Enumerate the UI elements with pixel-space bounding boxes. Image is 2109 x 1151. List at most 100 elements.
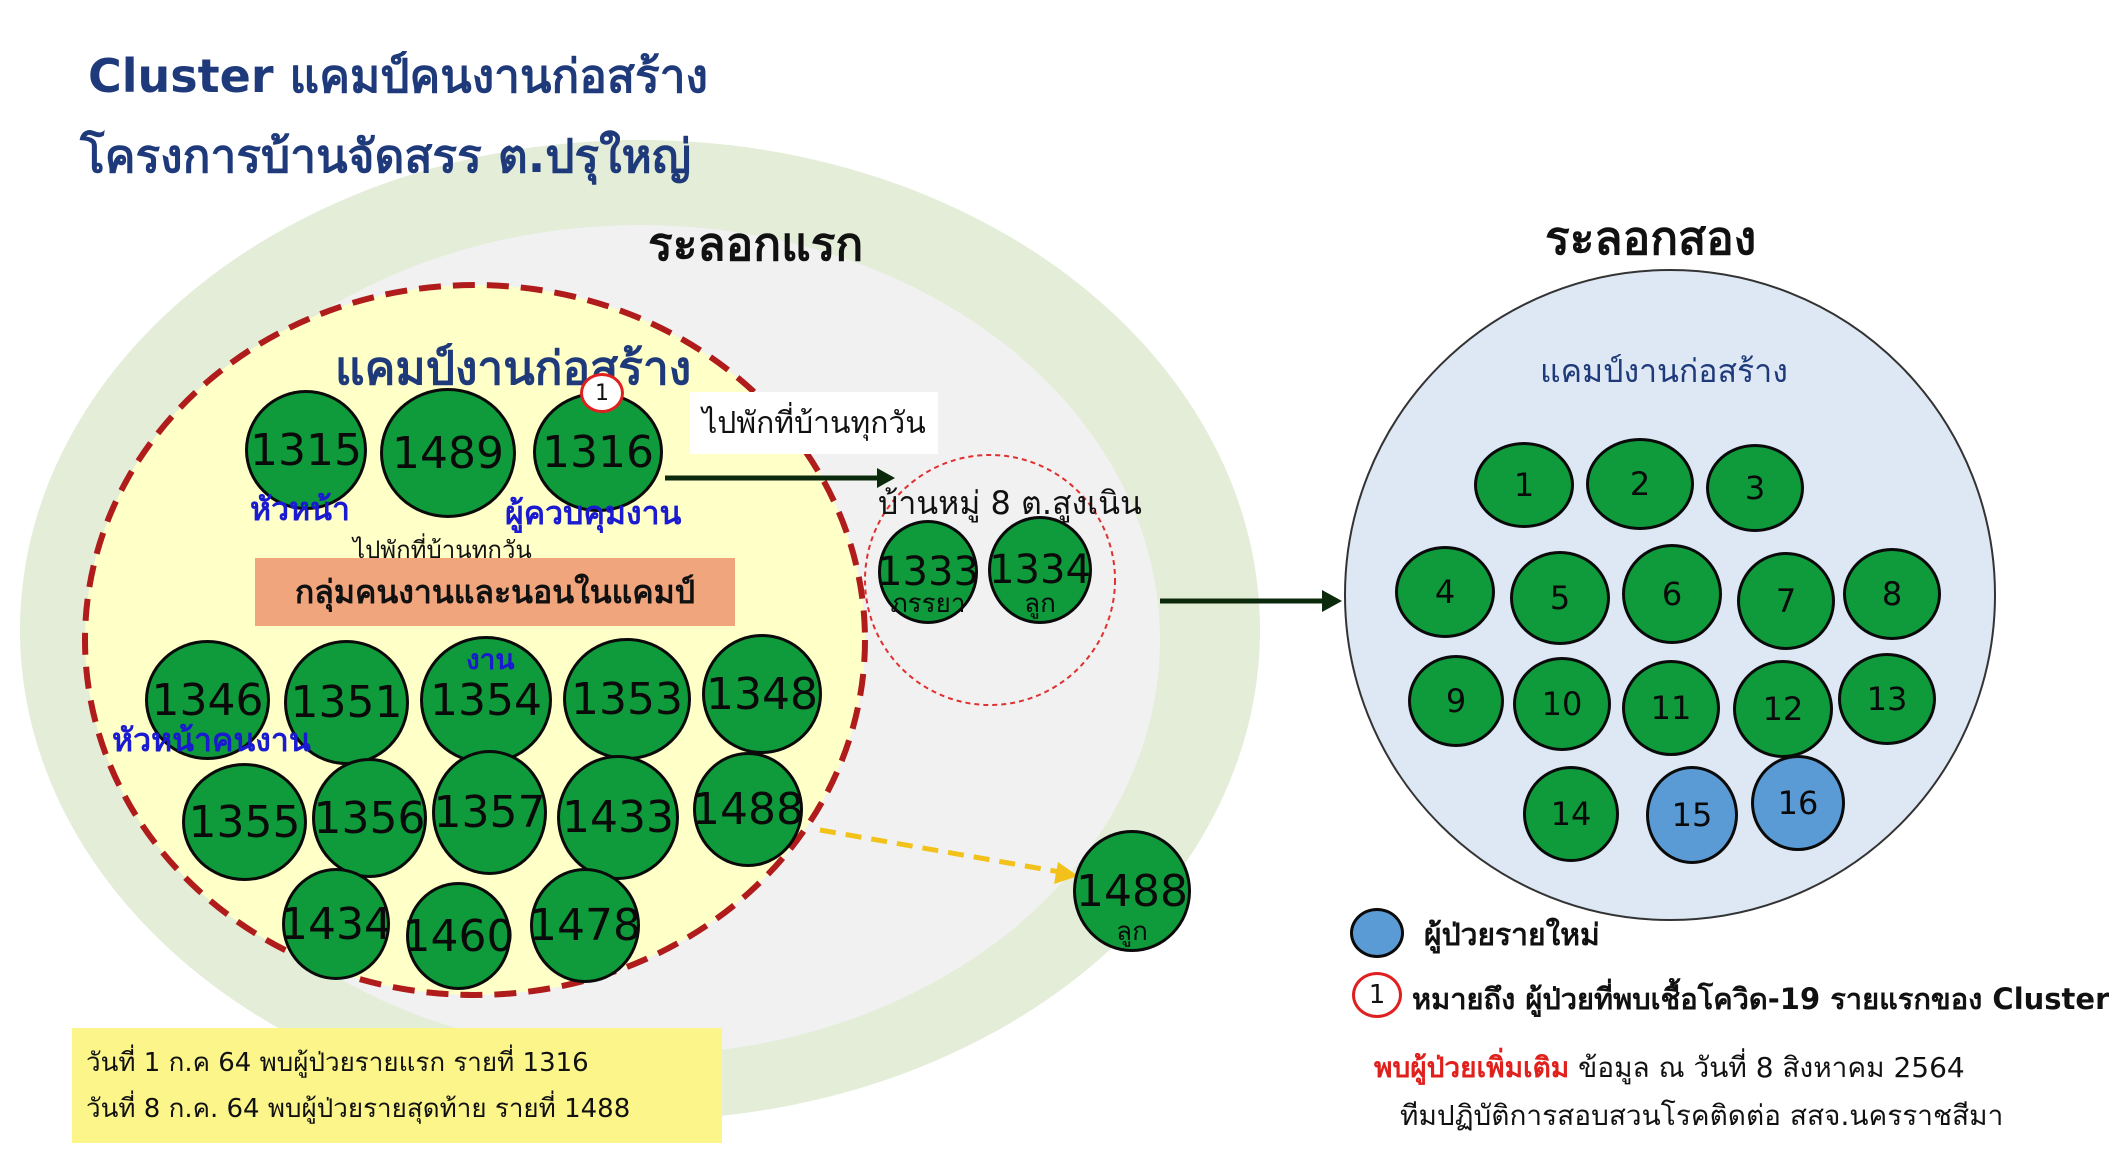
- legend-index-marker: 1: [1352, 972, 1402, 1018]
- page-title-line1: Cluster แคมป์คนงานก่อสร้าง: [88, 49, 708, 103]
- case-node: 6: [1622, 544, 1722, 644]
- case-id: 1351: [290, 677, 403, 728]
- index-case-number: 1: [595, 380, 609, 406]
- relation-label: ลูก: [1024, 589, 1056, 619]
- camp-label: แคมป์งานก่อสร้าง: [335, 341, 692, 395]
- legend-new-patient-swatch: [1350, 908, 1404, 958]
- case-id: 1433: [562, 792, 674, 843]
- village-boundary: [864, 454, 1116, 706]
- footer-data-line: พบผู้ป่วยเพิ่มเติม ข้อมูล ณ วันที่ 8 สิง…: [1374, 1046, 1965, 1090]
- case-node: 1355: [182, 763, 307, 881]
- first-case-date: วันที่ 1 ก.ค 64 พบผู้ป่วยรายแรก รายที่ 1…: [86, 1048, 589, 1078]
- case-id: 1460: [402, 910, 515, 962]
- case-node: 1316: [533, 392, 663, 512]
- case-id: 2: [1629, 465, 1651, 503]
- case-node: 4: [1395, 546, 1495, 638]
- case-id: 1488: [692, 784, 804, 835]
- case-id: 1346: [151, 674, 264, 726]
- case-node: 1434: [280, 868, 392, 980]
- legend-new-patient-label: ผู้ป่วยรายใหม่: [1424, 918, 1600, 953]
- legend-index-number: 1: [1368, 980, 1386, 1010]
- case-node: 1433: [557, 755, 679, 880]
- case-node: 1333 ภรรยา: [877, 520, 979, 624]
- case-node: 1334 ลูก: [988, 516, 1092, 624]
- case-node: 11: [1622, 660, 1720, 756]
- case-node: 1357: [432, 750, 547, 875]
- case-id: 1315: [250, 424, 362, 476]
- case-node: 1478: [529, 868, 641, 983]
- footer-team: ทีมปฏิบัติการสอบสวนโรคติดต่อ สสจ.นครราชส…: [1400, 1099, 2004, 1132]
- case-id: 1334: [989, 547, 1091, 593]
- case-id: 1353: [571, 673, 683, 725]
- case-node: 12: [1733, 660, 1833, 758]
- relation-label: ลูก: [1116, 917, 1148, 947]
- page-title-line2: โครงการบ้านจัดสรร ต.ปรุใหญ่: [80, 129, 692, 183]
- case-node: 14: [1523, 766, 1619, 862]
- case-node: 9: [1408, 655, 1504, 747]
- arrow-to-child: [819, 827, 1061, 875]
- case-id: 5: [1549, 579, 1571, 617]
- case-id: 1356: [313, 792, 426, 844]
- case-id: 1348: [706, 668, 818, 720]
- case-id: 1: [1513, 466, 1535, 504]
- case-node: 1348: [702, 634, 822, 754]
- dates-box: วันที่ 1 ก.ค 64 พบผู้ป่วยรายแรก รายที่ 1…: [72, 1028, 722, 1143]
- case-node: 1460: [403, 882, 515, 990]
- case-node: 8: [1843, 548, 1941, 640]
- case-id: 1316: [542, 426, 654, 478]
- second-wave-camp-label: แคมป์งานก่อสร้าง: [1540, 352, 1788, 390]
- case-id: 1333: [877, 549, 979, 595]
- first-wave-label: ระลอกแรก: [648, 217, 864, 271]
- index-case-marker: 1: [580, 373, 624, 413]
- case-node: 13: [1838, 653, 1936, 745]
- arrow-to-second-wave-head: [1322, 590, 1342, 612]
- legend-index-label: หมายถึง ผู้ป่วยที่พบเชื้อโควิด-19 รายแรก…: [1412, 982, 2109, 1016]
- role-label-supervisor: ผู้ควบคุมงาน: [505, 494, 682, 532]
- case-id: 13: [1866, 680, 1908, 718]
- case-node: 7: [1737, 552, 1835, 650]
- case-id: 1355: [188, 796, 301, 848]
- case-node: 5: [1510, 551, 1610, 645]
- daily-home-arrow-label: ไปพักที่บ้านทุกวัน: [690, 392, 938, 454]
- case-id: 1357: [433, 787, 546, 838]
- case-id: 16: [1777, 784, 1819, 822]
- case-id: 4: [1434, 573, 1456, 611]
- case-id: 14: [1550, 795, 1592, 833]
- case-node: 1315: [245, 390, 367, 510]
- footer-highlight: พบผู้ป่วยเพิ่มเติม: [1374, 1051, 1570, 1084]
- case-id: 9: [1445, 682, 1467, 720]
- village-label: บ้านหมู่ 8 ต.สูงเนิน: [878, 484, 1142, 522]
- case-node: 1488: [692, 752, 804, 867]
- relation-label: ภรรยา: [890, 589, 966, 619]
- arrow-to-village-head: [877, 468, 895, 488]
- case-id: 1489: [392, 427, 504, 479]
- case-node: 1489: [380, 388, 516, 518]
- case-node: 1488 ลูก: [1073, 830, 1191, 952]
- last-case-date: วันที่ 8 ก.ค. 64 พบผู้ป่วยรายสุดท้าย ราย…: [86, 1094, 631, 1124]
- worker-group-label: กลุ่มคนงานและนอนในแคมป์: [255, 558, 735, 626]
- case-node: 3: [1706, 444, 1804, 532]
- foreman-label: หัวหน้าคนงาน: [112, 721, 311, 759]
- case-node: 1353: [563, 638, 691, 760]
- case-id: 3: [1744, 469, 1766, 507]
- second-wave-label: ระลอกสอง: [1545, 211, 1757, 265]
- case-id: 1478: [529, 900, 641, 951]
- case-node: 1354: [420, 636, 552, 764]
- case-node: 1351: [284, 640, 409, 765]
- arrow-to-child-head: [1054, 862, 1078, 884]
- case-id: 7: [1775, 582, 1797, 620]
- case-id: 8: [1881, 575, 1903, 613]
- case-node: 1346: [145, 640, 270, 760]
- case-node: 1: [1474, 442, 1574, 528]
- case-id: 11: [1650, 689, 1692, 727]
- case-node: 2: [1586, 438, 1694, 530]
- case-id: 6: [1661, 575, 1683, 613]
- case-id: 15: [1671, 796, 1713, 834]
- case-id: 10: [1541, 685, 1583, 723]
- role-label-leader: หัวหน้า: [250, 490, 350, 528]
- case-id: 1354: [430, 674, 542, 726]
- case-id: 1434: [280, 898, 392, 950]
- new-case-node: 15: [1646, 766, 1738, 864]
- footer-data-as-of: ข้อมูล ณ วันที่ 8 สิงหาคม 2564: [1578, 1051, 1965, 1084]
- case-id: 1488: [1076, 865, 1188, 917]
